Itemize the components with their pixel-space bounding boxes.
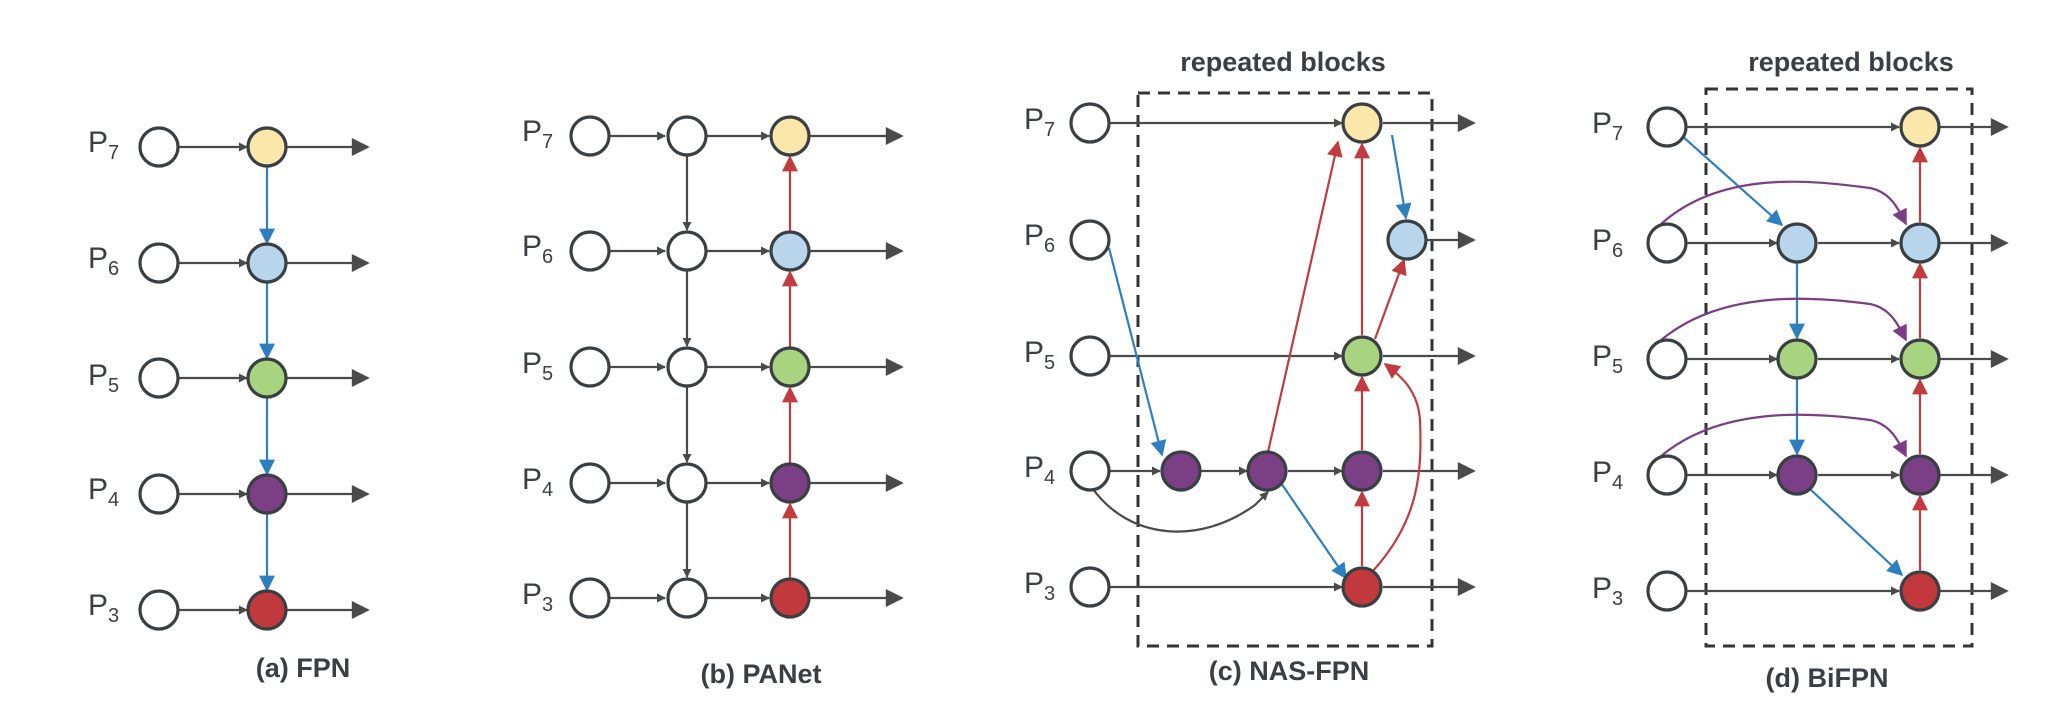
label-p6: P6 (88, 242, 119, 280)
nas-out-p4 (1341, 450, 1383, 492)
nas-input-p5 (1069, 335, 1111, 377)
bifpn-input-p3 (1646, 570, 1688, 612)
nas-out-p3 (1341, 566, 1383, 608)
label-p5: P5 (522, 347, 553, 385)
repeated-blocks-label-bifpn: repeated blocks (1748, 47, 1954, 77)
label-p3: P3 (522, 578, 553, 616)
label-p7: P7 (88, 126, 119, 164)
bifpn-out-p5 (1899, 338, 1941, 380)
caption-fpn: (a) FPN (256, 653, 351, 683)
label-p7: P7 (1024, 103, 1055, 141)
label-p5: P5 (88, 359, 119, 397)
fpn-node-p4 (246, 473, 288, 515)
caption-nas-fpn: (c) NAS-FPN (1209, 656, 1370, 686)
panet-out-p7 (769, 115, 811, 157)
label-p4: P4 (522, 463, 553, 501)
fpn-node-p3 (246, 589, 288, 631)
panet-topdown-p5 (666, 346, 708, 388)
panel-panet: P7 P6 P5 P4 P3 (522, 115, 904, 689)
label-p4: P4 (88, 473, 119, 511)
repeated-blocks-label-nas: repeated blocks (1180, 47, 1386, 77)
nas-out-p7 (1341, 102, 1383, 144)
panel-bifpn: repeated blocks P7 P6 P5 P4 P3 (1592, 47, 2009, 693)
fpn-input-p3 (138, 589, 180, 631)
fpn-input-p6 (138, 242, 180, 284)
bifpn-out-p3 (1899, 570, 1941, 612)
panet-out-p6 (769, 230, 811, 272)
label-p6: P6 (1592, 224, 1623, 262)
panet-topdown-p4 (666, 462, 708, 504)
bifpn-out-p4 (1899, 454, 1941, 496)
panet-topdown-p3 (666, 577, 708, 619)
bifpn-input-p6 (1646, 222, 1688, 264)
panet-input-p5 (569, 346, 611, 388)
label-p6: P6 (522, 230, 553, 268)
panet-out-p3 (769, 577, 811, 619)
label-p3: P3 (1024, 567, 1055, 605)
label-p7: P7 (1592, 107, 1623, 145)
panet-topdown-p6 (666, 230, 708, 272)
label-p7: P7 (522, 115, 553, 153)
bifpn-input-p4 (1646, 454, 1688, 496)
bifpn-mid-p5 (1776, 338, 1818, 380)
panel-nas-fpn: repeated blocks P7 P6 P5 P4 P3 (1024, 47, 1476, 686)
nas-input-p3 (1069, 566, 1111, 608)
repeated-block-box-bifpn (1704, 87, 1974, 648)
fpn-input-p7 (138, 126, 180, 168)
bifpn-input-p5 (1646, 338, 1688, 380)
panet-out-p4 (769, 462, 811, 504)
nas-node-p4-a (1160, 450, 1202, 492)
bifpn-out-p7 (1899, 106, 1941, 148)
caption-panet: (b) PANet (701, 659, 822, 689)
panet-input-p4 (569, 462, 611, 504)
nas-out-p6 (1386, 219, 1428, 261)
panel-fpn: P7 P6 P5 P4 P3 (a) FPN (88, 126, 370, 683)
panet-input-p7 (569, 115, 611, 157)
panet-input-p3 (569, 577, 611, 619)
bifpn-input-p7 (1646, 106, 1688, 148)
label-p3: P3 (1592, 572, 1623, 610)
repeated-block-box-nas (1136, 91, 1434, 648)
fpn-input-p4 (138, 473, 180, 515)
label-p6: P6 (1024, 219, 1055, 257)
bifpn-mid-p4 (1776, 454, 1818, 496)
nas-input-p6 (1069, 219, 1111, 261)
fpn-node-p7 (246, 126, 288, 168)
panet-out-p5 (769, 346, 811, 388)
nas-node-p4-b (1246, 450, 1288, 492)
label-p5: P5 (1592, 340, 1623, 378)
caption-bifpn: (d) BiFPN (1766, 663, 1889, 693)
panet-input-p6 (569, 230, 611, 272)
bifpn-mid-p6 (1776, 222, 1818, 264)
label-p3: P3 (88, 589, 119, 627)
label-p4: P4 (1592, 456, 1623, 494)
nas-input-p7 (1069, 102, 1111, 144)
fpn-node-p6 (246, 242, 288, 284)
bifpn-out-p6 (1899, 222, 1941, 264)
nas-input-p4 (1069, 450, 1111, 492)
fpn-input-p5 (138, 357, 180, 399)
label-p4: P4 (1024, 451, 1055, 489)
label-p5: P5 (1024, 336, 1055, 374)
nas-out-p5 (1341, 335, 1383, 377)
panet-topdown-p7 (666, 115, 708, 157)
fpn-node-p5 (246, 357, 288, 399)
